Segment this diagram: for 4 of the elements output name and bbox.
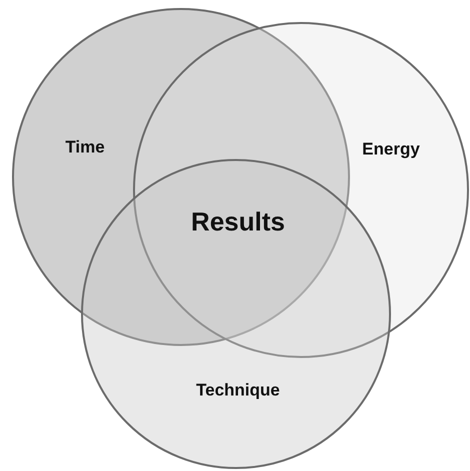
circle-label: Technique <box>196 379 280 402</box>
circle-label: Energy <box>362 138 420 160</box>
circle-label: Time <box>65 136 105 158</box>
center-label: Results <box>191 206 285 238</box>
